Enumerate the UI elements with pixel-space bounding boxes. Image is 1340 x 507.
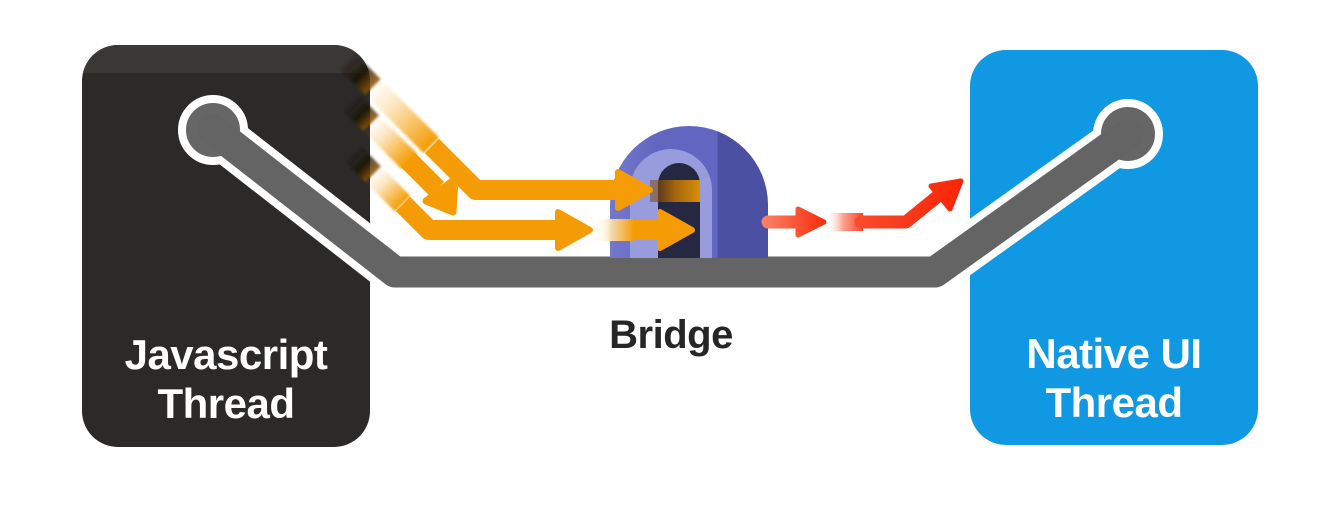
trail-dark-3 <box>344 145 381 182</box>
arrow-diagonal-shaft <box>400 152 445 197</box>
js-thread-box-bg <box>82 45 370 447</box>
js-to-bridge-arrows <box>363 78 695 251</box>
trail-dark-1 <box>338 52 381 95</box>
thread-cable-core <box>197 114 1144 288</box>
native-thread-box <box>970 50 1258 445</box>
red-arrow-2-fade-trail <box>827 213 863 231</box>
red-arrow-2-shaft <box>854 189 945 229</box>
arrow-lower-head <box>555 209 593 251</box>
thread-cable <box>178 95 1163 295</box>
trail-dark-2 <box>342 94 379 131</box>
trail-orange-1 <box>364 78 440 154</box>
arrow-diagonal-head <box>422 175 459 216</box>
trail-orange-3 <box>365 166 411 212</box>
js-thread-header-strip <box>82 45 370 73</box>
message-motion-trails-orange <box>363 78 440 212</box>
arrow-tunnel-fade-trail <box>592 219 634 241</box>
arrow-upper-head <box>615 169 653 211</box>
red-arrow-1-head <box>795 206 827 238</box>
js-thread-box <box>82 45 370 447</box>
arrow-inside-tunnel-band <box>650 180 700 202</box>
bridge-to-native-arrows <box>761 178 964 238</box>
message-motion-trails-dark <box>338 52 381 182</box>
arrow-upper-shaft <box>424 138 618 200</box>
arrow-lower-shaft <box>395 196 558 240</box>
red-arrow-2-head <box>928 178 964 212</box>
trail-orange-2 <box>363 115 417 169</box>
arrow-tunnel-head <box>657 209 695 251</box>
